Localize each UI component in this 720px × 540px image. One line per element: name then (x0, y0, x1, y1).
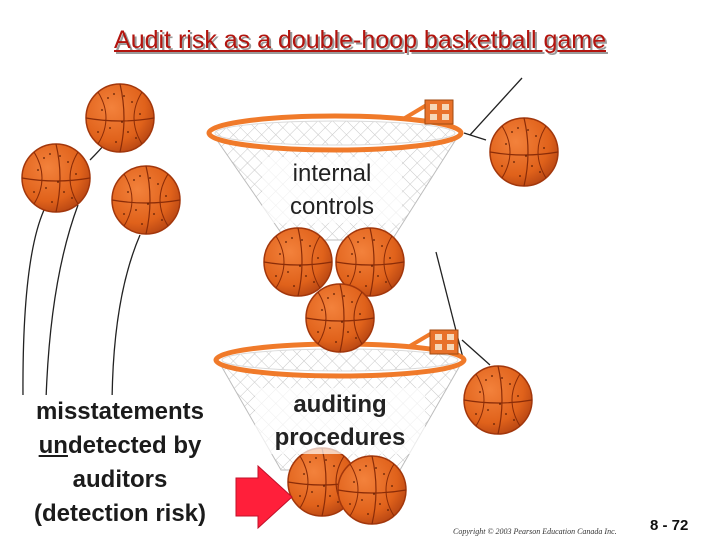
risk-box-line4: (detection risk) (6, 497, 234, 531)
risk-box-line2-rest: detected by (68, 432, 201, 459)
slide-number: 8 - 72 (650, 517, 688, 534)
auditing-procedures-label-line1: auditing (255, 388, 425, 421)
ball-left-center (112, 166, 180, 234)
upper-backboard-bracket (425, 100, 453, 124)
auditing-procedures-label-line2: procedures (255, 421, 425, 454)
ball-bottom-2 (338, 456, 406, 524)
detection-risk-arrow (236, 466, 292, 528)
internal-controls-label: internal controls (262, 157, 402, 223)
ball-top-left (86, 84, 154, 152)
risk-box-underlined-prefix: un (39, 432, 68, 459)
ball-right-upper (490, 118, 558, 186)
ball-left (22, 144, 90, 212)
auditing-procedures-label: auditing procedures (255, 388, 425, 454)
risk-box-line1: misstatements (6, 395, 234, 429)
lower-backboard-bracket (430, 330, 458, 354)
risk-box-line2: undetected by (6, 429, 234, 463)
internal-controls-label-line2: controls (262, 190, 402, 223)
slide-title: Audit risk as a double-hoop basketball g… (0, 26, 720, 55)
risk-box-line3: auditors (6, 463, 234, 497)
ball-in-hoop-1 (264, 228, 332, 296)
ball-in-hoop-3 (306, 284, 374, 352)
copyright-notice: Copyright © 2003 Pearson Education Canad… (453, 527, 617, 536)
ball-right-lower (464, 366, 532, 434)
internal-controls-label-line1: internal (262, 157, 402, 190)
detection-risk-box: misstatements undetected by auditors (de… (6, 395, 234, 530)
